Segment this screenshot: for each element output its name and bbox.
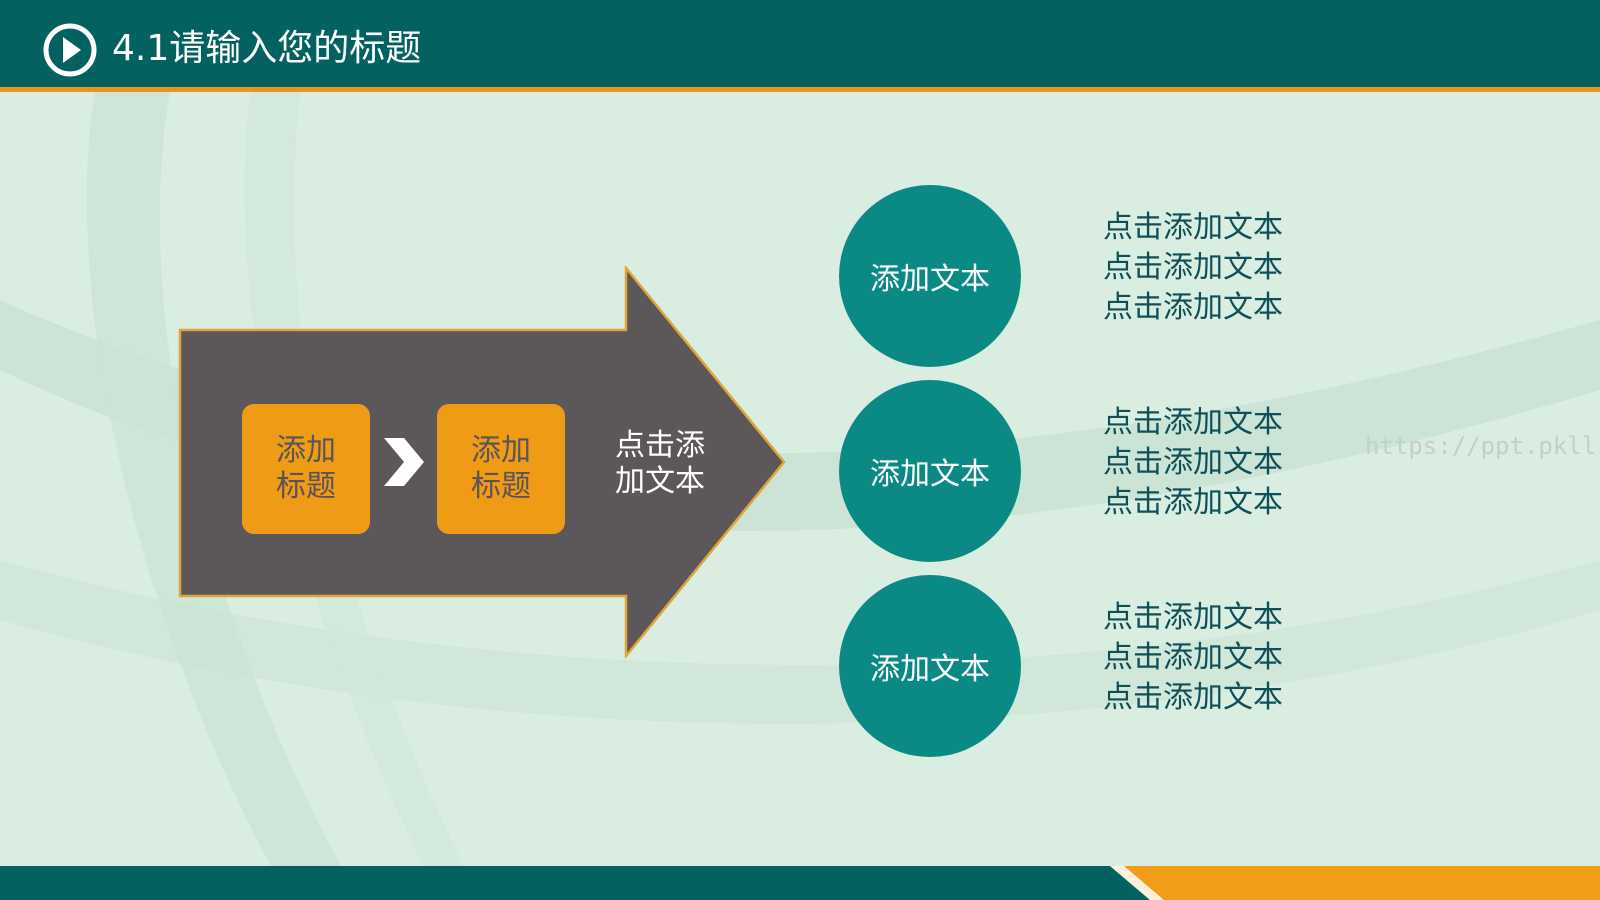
- text-line: 点击添加文本: [1103, 405, 1283, 440]
- text-line: 点击添加文本: [1103, 250, 1283, 285]
- step-box-2[interactable]: 添加标题: [437, 404, 565, 534]
- text-line: 点击添加文本: [1103, 210, 1283, 245]
- play-circle-icon: [43, 23, 97, 77]
- step-box-1-label: 添加标题: [276, 433, 336, 504]
- text-line: 点击添加文本: [1103, 600, 1283, 635]
- text-line: 点击添加文本: [1103, 290, 1283, 325]
- circle-item-3[interactable]: 添加文本: [839, 575, 1021, 757]
- watermark: https://ppt.pkll.de: [1365, 432, 1600, 460]
- circle-item-2[interactable]: 添加文本: [839, 380, 1021, 562]
- text-line: 点击添加文本: [1103, 485, 1283, 520]
- text-group-3[interactable]: 点击添加文本 点击添加文本 点击添加文本: [1103, 598, 1283, 718]
- text-line: 点击添加文本: [1103, 680, 1283, 715]
- header-rule: [0, 87, 1600, 92]
- chevron-right-icon: [384, 438, 424, 486]
- slide-title: 4.1请输入您的标题: [112, 28, 422, 69]
- circle-item-2-label: 添加文本: [870, 457, 990, 492]
- step-box-2-label: 添加标题: [471, 433, 531, 504]
- text-group-2[interactable]: 点击添加文本 点击添加文本 点击添加文本: [1103, 403, 1283, 523]
- circle-item-1-label: 添加文本: [870, 262, 990, 297]
- text-line: 点击添加文本: [1103, 445, 1283, 480]
- circle-item-1[interactable]: 添加文本: [839, 185, 1021, 367]
- title-bar: 4.1请输入您的标题: [0, 0, 1600, 87]
- arrow-text[interactable]: 点击添加文本: [615, 428, 705, 499]
- text-group-1[interactable]: 点击添加文本 点击添加文本 点击添加文本: [1103, 208, 1283, 328]
- step-box-1[interactable]: 添加标题: [242, 404, 370, 534]
- footer-accent: [1110, 866, 1600, 900]
- circle-item-3-label: 添加文本: [870, 652, 990, 687]
- text-line: 点击添加文本: [1103, 640, 1283, 675]
